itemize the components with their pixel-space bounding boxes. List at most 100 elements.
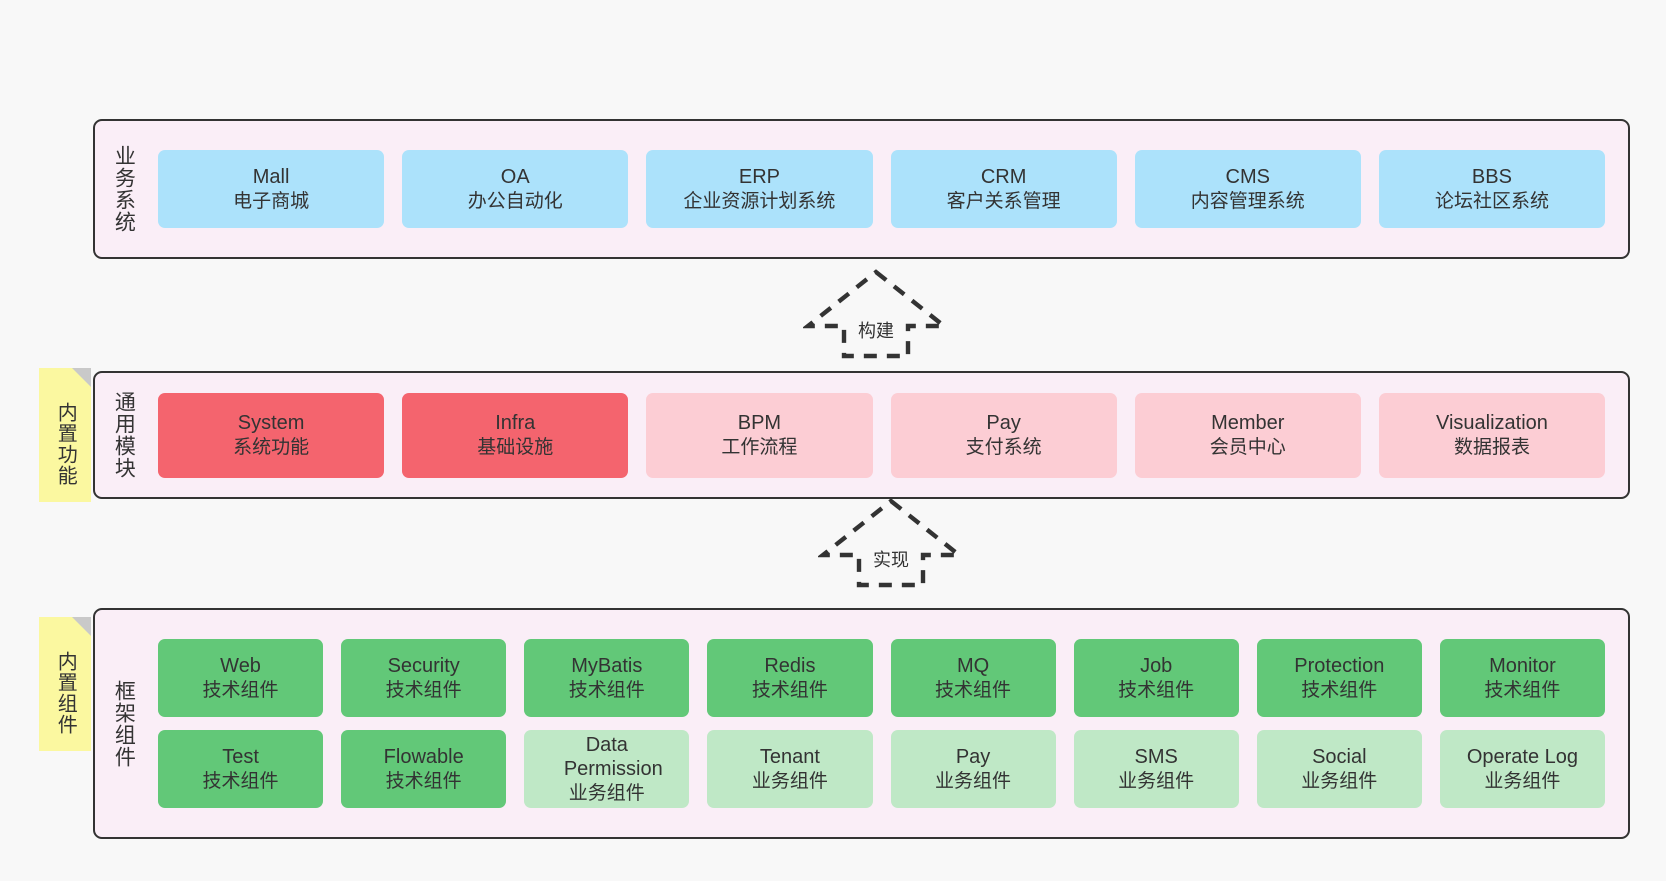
layer-business-systems: 业务系统 Mall 电子商城 OA 办公自动化 ERP 企业资源计划系统 CRM… xyxy=(93,119,1630,259)
card-title: ERP xyxy=(738,166,780,189)
card-subtitle: 技术组件 xyxy=(385,679,462,701)
note-label: 内置功能 xyxy=(54,402,77,486)
layer-body-business-systems: Mall 电子商城 OA 办公自动化 ERP 企业资源计划系统 CRM 客户关系… xyxy=(145,121,1628,257)
card-title: Web xyxy=(220,655,261,678)
card-title: Visualization xyxy=(1435,412,1548,435)
card-flowable[interactable]: Flowable 技术组件 xyxy=(341,730,507,808)
card-subtitle: 业务组件 xyxy=(935,770,1012,792)
note-builtin-function: 内置功能 xyxy=(39,368,91,502)
card-social[interactable]: Social 业务组件 xyxy=(1256,730,1422,808)
layer-label-framework-components: 框架组件 xyxy=(112,679,136,768)
card-title: Data Permission xyxy=(563,734,663,781)
card-subtitle: 技术组件 xyxy=(1301,679,1378,701)
card-subtitle: 业务组件 xyxy=(751,770,828,792)
card-subtitle: 业务组件 xyxy=(1118,770,1195,792)
layer-body-framework-components: Web 技术组件 Security 技术组件 MyBatis 技术组件 Redi… xyxy=(145,610,1628,837)
card-monitor[interactable]: Monitor 技术组件 xyxy=(1439,639,1605,717)
card-subtitle: 支付系统 xyxy=(965,436,1042,458)
card-subtitle: 业务组件 xyxy=(1484,770,1561,792)
card-operate-log[interactable]: Operate Log 业务组件 xyxy=(1439,730,1605,808)
card-subtitle: 技术组件 xyxy=(202,679,279,701)
card-mybatis[interactable]: MyBatis 技术组件 xyxy=(524,639,690,717)
card-subtitle: 业务组件 xyxy=(568,782,645,804)
card-title: Protection xyxy=(1294,655,1385,678)
card-title: BBS xyxy=(1471,166,1512,189)
card-title: Pay xyxy=(955,746,991,769)
card-title: Security xyxy=(387,655,460,678)
card-title: Tenant xyxy=(759,746,820,769)
card-title: BPM xyxy=(737,412,782,435)
card-title: Test xyxy=(222,746,259,769)
card-title: Social xyxy=(1312,746,1367,769)
card-subtitle: 技术组件 xyxy=(1484,679,1561,701)
card-mall[interactable]: Mall 电子商城 xyxy=(158,150,385,228)
framework-row-technical: Web 技术组件 Security 技术组件 MyBatis 技术组件 Redi… xyxy=(149,639,1614,717)
layer-label-business-systems: 业务系统 xyxy=(112,145,136,233)
arrow-build: 构建 xyxy=(803,268,949,359)
card-cms[interactable]: CMS 内容管理系统 xyxy=(1134,150,1361,228)
card-security[interactable]: Security 技术组件 xyxy=(341,639,507,717)
card-web[interactable]: Web 技术组件 xyxy=(158,639,324,717)
card-title: CRM xyxy=(980,166,1027,189)
card-pay-component[interactable]: Pay 业务组件 xyxy=(890,730,1056,808)
layer-body-common-modules: System 系统功能 Infra 基础设施 BPM 工作流程 Pay 支付系统… xyxy=(145,373,1628,497)
note-fold-icon xyxy=(72,617,91,636)
card-title: System xyxy=(237,412,305,435)
card-pay-module[interactable]: Pay 支付系统 xyxy=(890,392,1117,478)
card-subtitle: 企业资源计划系统 xyxy=(683,190,836,212)
card-subtitle: 技术组件 xyxy=(935,679,1012,701)
card-infra[interactable]: Infra 基础设施 xyxy=(402,392,629,478)
card-subtitle: 技术组件 xyxy=(568,679,645,701)
card-title: SMS xyxy=(1134,746,1178,769)
card-protection[interactable]: Protection 技术组件 xyxy=(1256,639,1422,717)
card-test[interactable]: Test 技术组件 xyxy=(158,730,324,808)
layer-label-common-modules: 通用模块 xyxy=(112,391,136,479)
card-bbs[interactable]: BBS 论坛社区系统 xyxy=(1378,150,1606,228)
card-tenant[interactable]: Tenant 业务组件 xyxy=(707,730,873,808)
card-subtitle: 系统功能 xyxy=(233,436,310,458)
card-subtitle: 客户关系管理 xyxy=(946,190,1061,212)
note-label: 内置组件 xyxy=(54,651,77,735)
card-subtitle: 基础设施 xyxy=(477,436,554,458)
card-title: MQ xyxy=(956,655,990,678)
card-visualization[interactable]: Visualization 数据报表 xyxy=(1378,392,1606,478)
card-crm[interactable]: CRM 客户关系管理 xyxy=(890,150,1117,228)
card-erp[interactable]: ERP 企业资源计划系统 xyxy=(646,150,873,228)
card-title: Job xyxy=(1140,655,1173,678)
card-title: Mall xyxy=(252,166,290,189)
card-subtitle: 论坛社区系统 xyxy=(1434,190,1549,212)
card-title: MyBatis xyxy=(571,655,643,678)
card-data-permission[interactable]: Data Permission 业务组件 xyxy=(524,730,690,808)
card-system[interactable]: System 系统功能 xyxy=(158,392,385,478)
card-subtitle: 办公自动化 xyxy=(467,190,563,212)
layer-common-modules: 通用模块 System 系统功能 Infra 基础设施 BPM 工作流程 Pay… xyxy=(93,371,1630,499)
card-redis[interactable]: Redis 技术组件 xyxy=(707,639,873,717)
card-subtitle: 会员中心 xyxy=(1209,436,1286,458)
card-sms[interactable]: SMS 业务组件 xyxy=(1073,730,1239,808)
card-mq[interactable]: MQ 技术组件 xyxy=(890,639,1056,717)
card-subtitle: 技术组件 xyxy=(751,679,828,701)
arrow-implement: 实现 xyxy=(818,497,964,588)
card-title: Monitor xyxy=(1489,655,1556,678)
card-subtitle: 技术组件 xyxy=(202,770,279,792)
card-oa[interactable]: OA 办公自动化 xyxy=(402,150,629,228)
note-builtin-component: 内置组件 xyxy=(39,617,91,751)
card-subtitle: 电子商城 xyxy=(233,190,310,212)
card-bpm[interactable]: BPM 工作流程 xyxy=(646,392,873,478)
card-title: Operate Log xyxy=(1466,746,1579,769)
card-subtitle: 数据报表 xyxy=(1453,436,1530,458)
card-subtitle: 技术组件 xyxy=(1118,679,1195,701)
card-title: Flowable xyxy=(383,746,464,769)
card-member[interactable]: Member 会员中心 xyxy=(1134,392,1361,478)
card-subtitle: 工作流程 xyxy=(721,436,798,458)
card-title: Redis xyxy=(764,655,816,678)
framework-row-business: Test 技术组件 Flowable 技术组件 Data Permission … xyxy=(149,730,1614,808)
card-subtitle: 技术组件 xyxy=(385,770,462,792)
card-title: OA xyxy=(500,166,530,189)
layer-framework-components: 框架组件 Web 技术组件 Security 技术组件 MyBatis 技术组件… xyxy=(93,608,1630,839)
card-job[interactable]: Job 技术组件 xyxy=(1073,639,1239,717)
card-subtitle: 业务组件 xyxy=(1301,770,1378,792)
arrow-implement-label: 实现 xyxy=(873,550,909,570)
arrow-build-label: 构建 xyxy=(858,321,894,341)
